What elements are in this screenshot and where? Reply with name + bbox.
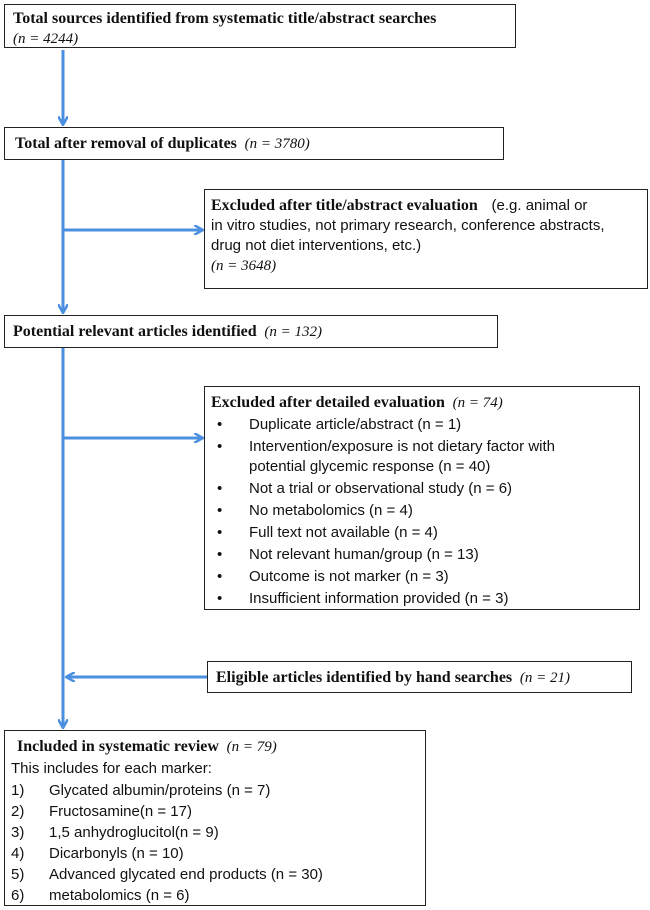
potential-relevant-title: Potential relevant articles identified bbox=[13, 323, 257, 340]
excluded-detailed-count: (n = 74) bbox=[452, 395, 503, 411]
list-item: 2)Fructosamine(n = 17) bbox=[11, 803, 192, 820]
list-item: 4)Dicarbonyls (n = 10) bbox=[11, 845, 184, 862]
list-item: •Not relevant human/group (n = 13) bbox=[217, 546, 479, 563]
bullet-icon: • bbox=[217, 524, 223, 541]
excluded-title-abstract-desc-1: (e.g. animal or bbox=[491, 197, 588, 214]
excluded-detailed-list: •Duplicate article/abstract (n = 1) •Int… bbox=[211, 415, 633, 609]
hand-searches-count: (n = 21) bbox=[519, 670, 571, 686]
box-potential-relevant: Potential relevant articles identified (… bbox=[4, 315, 498, 348]
bullet-icon: • bbox=[217, 568, 223, 585]
box-excluded-title-abstract: Excluded after title/abstract evaluation… bbox=[204, 189, 648, 289]
box-after-duplicates-count: (n = 3780) bbox=[244, 136, 310, 152]
bullet-icon: • bbox=[217, 416, 223, 433]
list-item: •No metabolomics (n = 4) bbox=[217, 502, 413, 519]
box-hand-searches: Eligible articles identified by hand sea… bbox=[207, 661, 632, 693]
list-item: 6)metabolomics (n = 6) bbox=[11, 887, 190, 904]
included-review-subtitle: This includes for each marker: bbox=[11, 760, 212, 777]
bullet-icon: • bbox=[217, 438, 223, 455]
box-total-sources-count: (n = 4244) bbox=[13, 31, 79, 47]
hand-searches-title: Eligible articles identified by hand sea… bbox=[216, 669, 513, 686]
box-total-sources: Total sources identified from systematic… bbox=[4, 4, 516, 48]
box-after-duplicates: Total after removal of duplicates (n = 3… bbox=[4, 127, 504, 160]
excluded-detailed-title: Excluded after detailed evaluation bbox=[211, 394, 445, 411]
bullet-icon: • bbox=[217, 546, 223, 563]
list-item: •Not a trial or observational study (n =… bbox=[217, 480, 513, 497]
list-item: •Full text not available (n = 4) bbox=[217, 524, 438, 541]
included-review-count: (n = 79) bbox=[226, 739, 277, 755]
list-item: •Insufficient information provided (n = … bbox=[217, 590, 509, 607]
bullet-icon: • bbox=[217, 480, 223, 497]
box-total-sources-title: Total sources identified from systematic… bbox=[13, 10, 437, 27]
list-item: •Intervention/exposure is not dietary fa… bbox=[217, 438, 555, 455]
bullet-icon: • bbox=[217, 502, 223, 519]
bullet-icon: • bbox=[217, 590, 223, 607]
excluded-title-abstract-desc-3: drug not diet interventions, etc.) bbox=[211, 237, 422, 254]
list-item: 1)Glycated albumin/proteins (n = 7) bbox=[11, 782, 271, 799]
excluded-title-abstract-count: (n = 3648) bbox=[211, 258, 277, 274]
box-after-duplicates-title: Total after removal of duplicates bbox=[15, 135, 237, 152]
box-included-review: Included in systematic review (n = 79) T… bbox=[4, 730, 426, 906]
list-item: •Duplicate article/abstract (n = 1) bbox=[217, 416, 462, 433]
excluded-title-abstract-desc-2: in vitro studies, not primary research, … bbox=[211, 217, 605, 234]
potential-relevant-count: (n = 132) bbox=[264, 324, 323, 340]
included-markers-list: 1)Glycated albumin/proteins (n = 7) 2)Fr… bbox=[11, 780, 419, 906]
excluded-title-abstract-title: Excluded after title/abstract evaluation bbox=[211, 197, 478, 214]
list-item: 5)Advanced glycated end products (n = 30… bbox=[11, 866, 323, 883]
list-item: 3)1,5 anhydroglucitol(n = 9) bbox=[11, 824, 219, 841]
list-item: •Outcome is not marker (n = 3) bbox=[217, 568, 449, 585]
included-review-title: Included in systematic review bbox=[17, 738, 219, 755]
box-excluded-detailed: Excluded after detailed evaluation (n = … bbox=[204, 386, 640, 610]
list-item-continuation: potential glycemic response (n = 40) bbox=[249, 458, 491, 475]
